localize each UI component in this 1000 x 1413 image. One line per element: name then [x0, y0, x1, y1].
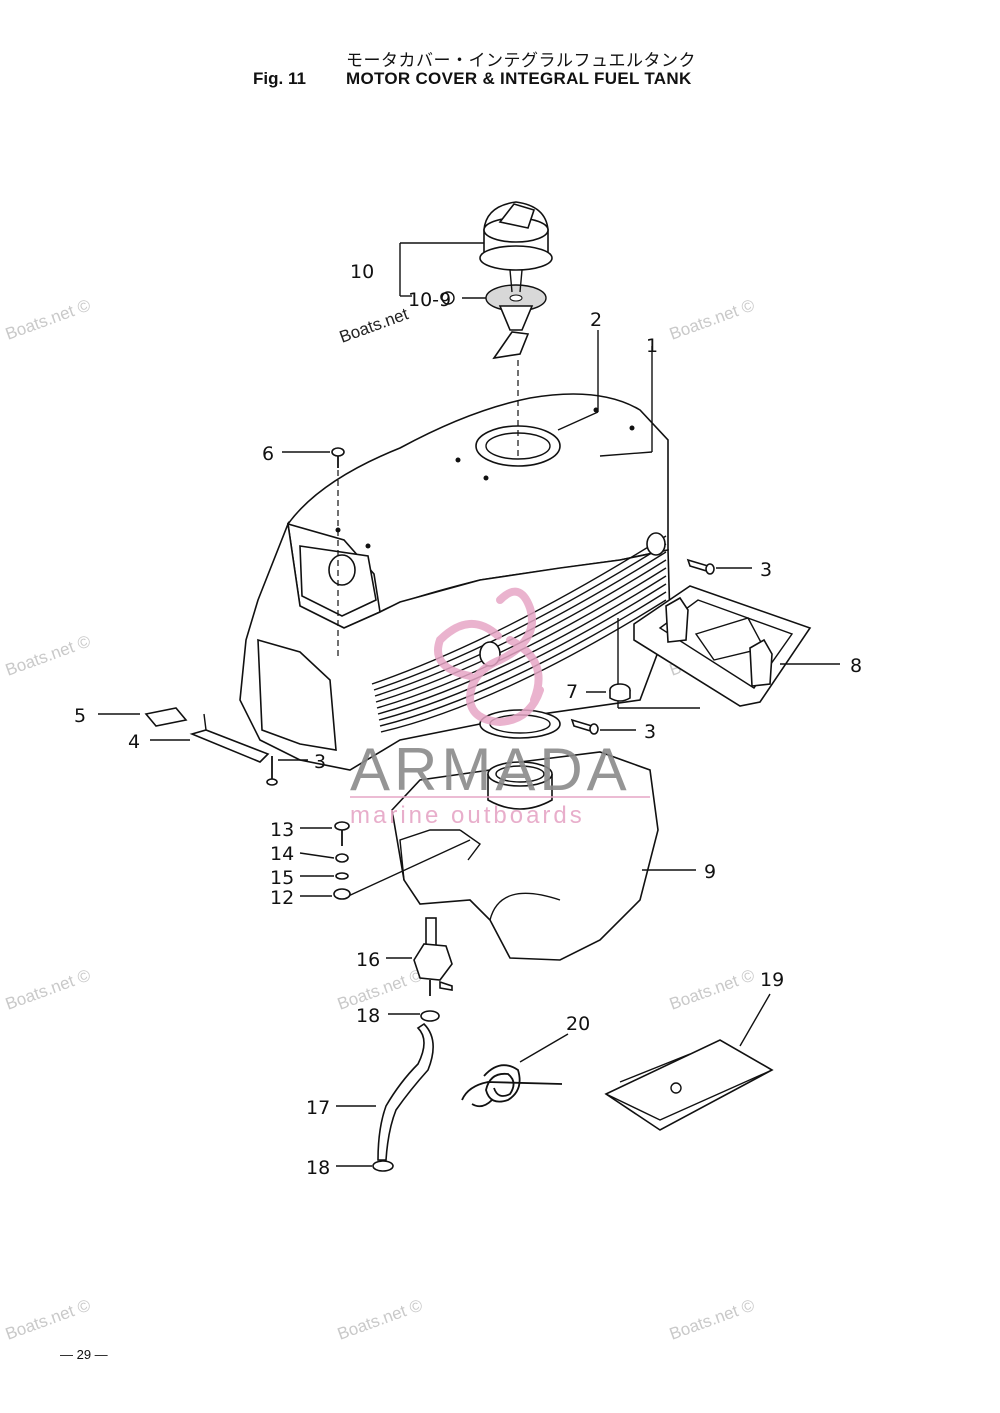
- figure-number: Fig. 11: [253, 69, 306, 88]
- callout-13: 13: [270, 819, 294, 841]
- callout-18: 18: [306, 1157, 330, 1179]
- callout-12: 12: [270, 887, 294, 909]
- part-plate-5: [144, 707, 188, 727]
- part-tool-pouch: [604, 1039, 774, 1131]
- watermark-boats: Boats.net ©: [667, 1295, 758, 1343]
- callout-4: 4: [128, 731, 140, 753]
- armada-watermark-text: ARMADA: [350, 736, 631, 803]
- callout-3: 3: [644, 721, 656, 743]
- part-fuel-cock: [413, 917, 453, 996]
- callout-10-9: 10-9: [408, 289, 451, 311]
- watermark-boats-dark: Boats.net: [337, 304, 411, 347]
- title-english: MOTOR COVER & INTEGRAL FUEL TANK: [346, 69, 692, 88]
- part-fuel-hose: [372, 1010, 440, 1172]
- part-handle-tray: [633, 585, 812, 707]
- callout-5: 5: [74, 705, 86, 727]
- callout-labels: 1 2 3 3 3 4 5 6 7 8 9 10 10-9 12 13 14 1…: [74, 261, 862, 1179]
- callout-3: 3: [314, 751, 326, 773]
- callout-16: 16: [356, 949, 380, 971]
- callout-7: 7: [566, 681, 578, 703]
- part-bracket-4: [189, 713, 270, 763]
- part-bolt-3-upper: [686, 558, 715, 575]
- part-fuel-cap: [479, 201, 553, 360]
- armada-watermark-subtext: marine outboards: [350, 802, 585, 829]
- callout-18: 18: [356, 1005, 380, 1027]
- part-grommet-7: [609, 683, 631, 702]
- callout-14: 14: [270, 843, 294, 865]
- callout-2: 2: [590, 309, 602, 331]
- callout-17: 17: [306, 1097, 330, 1119]
- page-number: — 29 —: [60, 1347, 108, 1362]
- watermark-boats: Boats.net ©: [335, 1295, 426, 1343]
- part-spring: [461, 1064, 563, 1108]
- watermark-boats: Boats.net ©: [3, 965, 94, 1013]
- part-fuel-tank: [391, 709, 659, 961]
- watermark-boats: Boats.net ©: [667, 295, 758, 343]
- callout-9: 9: [704, 861, 716, 883]
- callout-15: 15: [270, 867, 294, 889]
- part-screw-stack: [333, 821, 351, 900]
- callout-20: 20: [566, 1013, 590, 1035]
- watermark-boats: Boats.net ©: [667, 965, 758, 1013]
- callout-6: 6: [262, 443, 274, 465]
- title-japanese: モータカバー・インテグラルフュエルタンク: [346, 51, 696, 71]
- callout-10: 10: [350, 261, 374, 283]
- watermark-boats: Boats.net ©: [3, 1295, 94, 1343]
- watermark-boats: Boats.net ©: [335, 965, 426, 1013]
- callout-19: 19: [760, 969, 784, 991]
- part-bolt-3-lower: [266, 756, 278, 786]
- callout-3: 3: [760, 559, 772, 581]
- part-bolt-3-middle: [570, 718, 599, 735]
- part-motor-cover: [239, 393, 671, 771]
- callout-8: 8: [850, 655, 862, 677]
- watermark-boats: Boats.net ©: [3, 631, 94, 679]
- callout-1: 1: [646, 335, 658, 357]
- part-screw-6: [331, 447, 345, 468]
- armada-watermark-logo: ARMADA marine outboards: [350, 587, 650, 829]
- watermark-boats: Boats.net ©: [3, 295, 94, 343]
